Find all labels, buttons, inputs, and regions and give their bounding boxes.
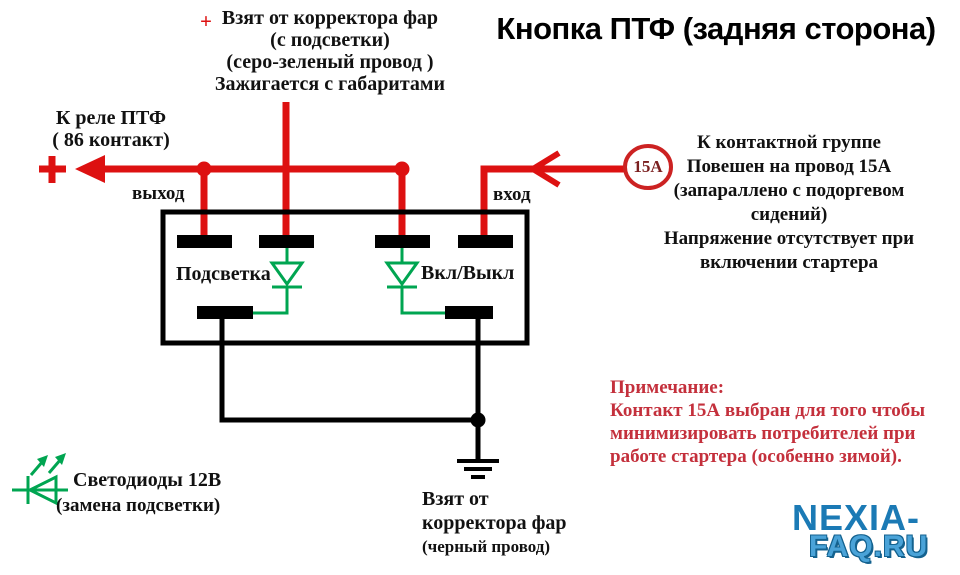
note-line: включении стартера: [699, 252, 879, 273]
led-illumination-icon: [253, 248, 305, 315]
note-line: Напряжение отсутствует при: [663, 228, 915, 249]
relay-note: К реле ПТФ ( 86 контакт): [36, 107, 186, 151]
note-line: Примечание:: [610, 377, 725, 398]
contact-group-note: К контактной группе Повешен на провод 15…: [634, 131, 944, 275]
note-line: К контактной группе: [697, 132, 881, 153]
fuse-circle-icon: [623, 144, 673, 190]
led-legend-line2: (замена подсветки): [56, 495, 221, 516]
note-line: (с подсветки): [270, 29, 390, 51]
note-line: корректора фар: [422, 512, 567, 534]
on-off-label: Вкл/Выкл: [421, 262, 515, 284]
ground-note: Взят от корректора фар (черный провод): [422, 487, 567, 559]
red-wire-output: [99, 102, 406, 244]
led-switch-icon: [384, 248, 445, 315]
led-legend-line1: Светодиоды 12В: [73, 469, 222, 491]
junction-dot: [394, 161, 410, 177]
plus-icon: [39, 156, 66, 183]
note-line: работе стартера (особенно зимой).: [610, 446, 902, 467]
note-line: Зажигается с габаритами: [214, 73, 446, 95]
note-line: Контакт 15А выбран для того чтобы: [610, 400, 926, 421]
site-logo-line1: NEXIA-: [792, 497, 921, 538]
note-line: (черный провод): [422, 537, 551, 556]
black-ground-wires: [219, 319, 481, 461]
terminal-pads: [177, 235, 513, 319]
corrector-source-note: Взят от корректора фар (с подсветки) (се…: [210, 7, 450, 95]
note-line: К реле ПТФ: [55, 107, 167, 129]
note-line: Взят от корректора фар: [221, 7, 439, 29]
led-ray-arrowhead: [37, 455, 48, 467]
arrow-mid-icon: [527, 150, 561, 188]
page-title: Кнопка ПТФ (задняя сторона): [496, 11, 936, 46]
note-line: Повешен на провод 15А: [686, 156, 892, 177]
ground-symbol-icon: [457, 459, 499, 479]
note-line: (запараллено с подоргевом: [673, 180, 905, 201]
output-pin-label: выход: [132, 183, 185, 204]
remark-note: Примечание: Контакт 15А выбран для того …: [610, 376, 950, 468]
led-ray-arrowhead: [55, 453, 66, 465]
red-wire-input: [480, 165, 626, 244]
arrow-left-icon: [75, 155, 105, 183]
note-line: ( 86 контакт): [52, 129, 170, 151]
note-line: (серо-зеленый провод ): [226, 51, 434, 73]
junction-dot: [196, 161, 212, 177]
input-pin-label: вход: [493, 184, 531, 205]
illumination-label: Подсветка: [176, 263, 271, 285]
note-line: минимизировать потребителей при: [610, 423, 916, 444]
note-line: Взят от: [422, 488, 489, 510]
button-body-outline: [160, 209, 530, 346]
site-logo-line2: FAQ.RU: [809, 530, 929, 563]
plus-sign-top: +: [200, 9, 212, 33]
junction-dot-black: [470, 412, 486, 428]
fuse-label: 15А: [633, 157, 663, 176]
note-line: сидений): [750, 204, 828, 225]
